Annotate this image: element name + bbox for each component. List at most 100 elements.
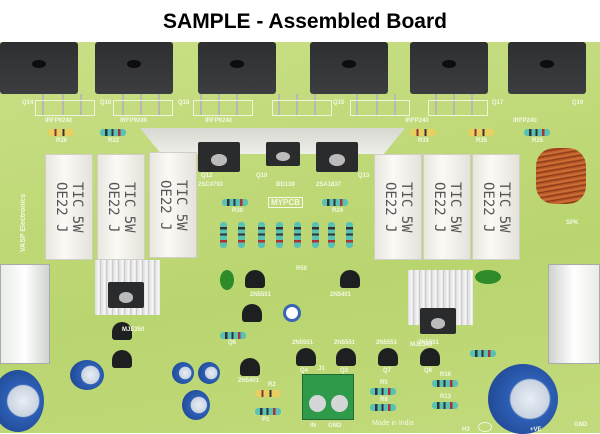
part-label: IRFP9240 — [120, 118, 148, 124]
ref-label: J1 — [318, 366, 325, 372]
ceramic-resistor: TIC 5W OE22 J — [472, 154, 520, 260]
power-fet — [310, 42, 388, 94]
part-label: MJE350 — [122, 327, 145, 333]
ref-label: Q12 — [201, 173, 213, 179]
resistor — [470, 350, 496, 357]
resistor — [432, 380, 458, 387]
inductor-coil — [536, 148, 586, 204]
ref-label: R50 — [296, 266, 308, 272]
small-transistor — [336, 348, 356, 366]
small-transistor — [340, 270, 360, 288]
resistor — [524, 129, 550, 136]
ref-label: R25 — [532, 138, 544, 144]
resistor — [255, 408, 281, 415]
resistor — [312, 222, 319, 248]
electrolytic-capacitor — [488, 364, 558, 434]
part-label: 2SA1837 — [316, 182, 342, 188]
driver-transistor — [316, 142, 358, 172]
small-transistor — [240, 358, 260, 376]
part-label: 2N5401 — [330, 292, 352, 298]
part-label: 2N5551 — [334, 340, 356, 346]
fuse-holder — [0, 264, 50, 364]
small-transistor — [420, 348, 440, 366]
resistor — [468, 129, 494, 136]
ceramic-resistor: TIC 5W OE22 J — [374, 154, 422, 260]
ref-label: R24 — [332, 208, 344, 214]
ref-label: R13 — [440, 394, 452, 400]
ref-label: R8 — [380, 397, 388, 403]
terminal-block[interactable] — [302, 374, 354, 420]
small-transistor — [112, 322, 132, 340]
driver-transistor — [198, 142, 240, 172]
pin-label: GND — [328, 423, 342, 429]
resistor — [238, 222, 245, 248]
mje-transistor — [420, 308, 456, 334]
resistor — [220, 332, 246, 339]
resistor — [370, 404, 396, 411]
ceramic-resistor: TIC 5W OE22 J — [97, 154, 145, 260]
ref-label: Q7 — [383, 368, 392, 374]
ref-label: Q19 — [572, 100, 584, 106]
resistor — [370, 388, 396, 395]
resistor — [276, 222, 283, 248]
maker-label: VASP Electronics — [20, 193, 27, 252]
ceramic-resistor: TIC 5W OE22 J — [423, 154, 471, 260]
ref-label: Q17 — [492, 100, 504, 106]
film-capacitor — [220, 270, 234, 290]
ref-label: Q16 — [100, 100, 112, 106]
ceramic-resistor: TIC 5W OE22 J — [149, 152, 197, 258]
ref-label: R22 — [108, 138, 120, 144]
ref-label: Q15 — [333, 100, 345, 106]
part-label: 2N5551 — [418, 340, 440, 346]
pcb-board: Q14 Q16 Q18 Q15 Q17 Q19 IRFP9240 IRFP924… — [0, 42, 600, 434]
power-fet — [95, 42, 173, 94]
ref-label: Q13 — [358, 173, 370, 179]
ref-label: Q18 — [178, 100, 190, 106]
small-transistor — [245, 270, 265, 288]
brand-logo: MYPCB — [268, 197, 303, 208]
ref-label: Q4 — [300, 368, 309, 374]
ref-label: R16 — [440, 372, 452, 378]
fuse-holder — [548, 264, 600, 364]
resistor — [255, 390, 281, 397]
part-label: IRFP240 — [405, 118, 429, 124]
mounting-hole — [478, 422, 492, 432]
film-capacitor — [475, 270, 501, 284]
part-label: 2N5551 — [376, 340, 398, 346]
part-label: BD139 — [276, 182, 295, 188]
power-fet — [198, 42, 276, 94]
resistor — [100, 129, 126, 136]
small-transistor — [112, 350, 132, 368]
page-title: SAMPLE - Assembled Board — [163, 10, 447, 33]
part-label: 2N5401 — [238, 378, 260, 384]
gnd-label: GND — [574, 422, 588, 428]
resistor — [48, 129, 74, 136]
part-label: IRFP9240 — [45, 118, 73, 124]
small-transistor — [242, 304, 262, 322]
part-label: 2N5551 — [250, 292, 272, 298]
ref-label: R35 — [476, 138, 488, 144]
ref-label: P1 — [262, 417, 270, 423]
ref-label: R5 — [380, 380, 388, 386]
spk-label: SPK — [566, 220, 579, 226]
resistor — [294, 222, 301, 248]
electrolytic-capacitor — [172, 362, 194, 384]
ref-label: R30 — [232, 208, 244, 214]
resistor — [258, 222, 265, 248]
ref-label: Q14 — [22, 100, 34, 106]
part-label: 2N5551 — [292, 340, 314, 346]
power-fet — [0, 42, 78, 94]
origin-label: Made in India — [372, 420, 415, 427]
vplus-label: +VE — [530, 427, 542, 433]
part-label: 2SC4793 — [198, 182, 224, 188]
electrolytic-capacitor — [182, 390, 210, 420]
small-transistor — [378, 348, 398, 366]
ref-label: Q6 — [228, 340, 237, 346]
pin-label: IN — [310, 423, 316, 429]
ceramic-resistor: TIC 5W OE22 J — [45, 154, 93, 260]
resistor — [328, 222, 335, 248]
electrolytic-capacitor — [0, 370, 44, 432]
power-fet — [410, 42, 488, 94]
resistor — [322, 199, 348, 206]
mje-transistor — [108, 282, 144, 308]
